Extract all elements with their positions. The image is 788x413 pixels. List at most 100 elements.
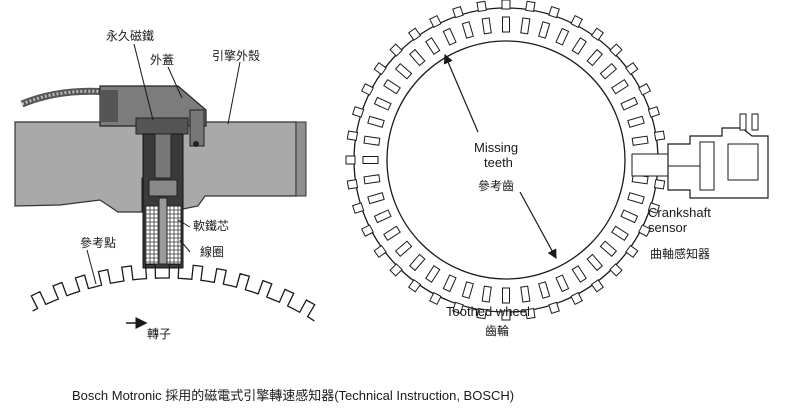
- toothed-wheel: [345, 0, 667, 321]
- wheel-tooth: [548, 5, 560, 19]
- wheel-slot: [627, 115, 645, 128]
- wheel-tooth: [590, 279, 604, 293]
- wheel-slot: [611, 225, 629, 241]
- wheel-tooth: [501, 0, 511, 10]
- wheel-tooth: [590, 27, 604, 41]
- wheel-tooth: [389, 263, 403, 277]
- wheel-slot: [442, 27, 457, 46]
- wheel-tooth: [609, 43, 623, 57]
- wheel-tooth: [373, 244, 387, 258]
- wheel-slot: [586, 48, 603, 67]
- label-missing-teeth-line1: Missing: [474, 140, 518, 155]
- toothed-wheel-label: Toothed wheel 齒輪: [446, 304, 530, 338]
- wheel-slot: [620, 209, 639, 224]
- left-leader-lines: [86, 43, 241, 285]
- label-coil: 線圈: [200, 244, 224, 259]
- wheel-slot: [611, 79, 629, 95]
- rotor-tooth-profile: [30, 263, 316, 322]
- wheel-tooth: [408, 27, 422, 41]
- label-toothed-wheel-zh: 齒輪: [485, 323, 509, 338]
- wheel-slot: [363, 135, 381, 146]
- wheel-tooth: [345, 155, 356, 165]
- wheel-tooth: [346, 179, 359, 190]
- wheel-slot: [555, 27, 570, 46]
- wheel-slot: [461, 281, 474, 299]
- wheel-slot: [383, 225, 401, 241]
- wheel-slots: [362, 16, 650, 304]
- wheel-slot: [599, 240, 618, 257]
- wheel-slot: [373, 96, 392, 111]
- right-wheel-figure: Missing teeth 參考齒 Crankshaft sensor 曲軸感知…: [345, 0, 769, 338]
- wheel-slot: [481, 17, 492, 35]
- wheel-tooth: [609, 263, 623, 277]
- wheel-tooth: [452, 5, 464, 19]
- crankshaft-sensor-label: Crankshaft sensor 曲軸感知器: [648, 205, 711, 261]
- label-outer-cover: 外蓋: [150, 53, 174, 67]
- wheel-slot: [363, 174, 381, 185]
- wheel-slot: [481, 285, 492, 303]
- wheel-slot: [362, 156, 379, 164]
- wheel-slot: [631, 135, 649, 146]
- wheel-tooth: [452, 301, 464, 315]
- wheel-tooth: [570, 292, 583, 306]
- label-rotor: 轉子: [147, 327, 171, 341]
- wheel-tooth: [638, 224, 652, 237]
- wheel-tooth: [360, 224, 374, 237]
- wheel-tooth: [351, 106, 365, 118]
- wheel-slot: [538, 21, 551, 39]
- wheel-slot: [394, 240, 413, 257]
- wheel-tooth: [476, 307, 487, 320]
- label-crankshaft-line1: Crankshaft: [648, 205, 711, 220]
- missing-teeth-label: Missing teeth 參考齒: [474, 140, 518, 193]
- wheel-slot: [383, 79, 401, 95]
- label-engine-housing: 引擎外殼: [212, 48, 260, 63]
- coil-windings: [144, 197, 182, 265]
- wheel-slot: [394, 63, 413, 80]
- wheel-slot: [425, 265, 441, 283]
- wheel-slot: [425, 37, 441, 55]
- crankshaft-sensor: [631, 113, 769, 199]
- wheel-slot: [367, 192, 385, 205]
- wheel-tooth: [429, 292, 442, 306]
- wheel-tooth: [625, 244, 639, 258]
- wheel-slot: [520, 17, 531, 35]
- wheel-tooth: [501, 310, 511, 321]
- wheel-tooth: [653, 179, 666, 190]
- label-permanent-magnet: 永久磁鐵: [106, 28, 154, 43]
- wheel-slot: [599, 63, 618, 80]
- wheel-tooth: [647, 202, 661, 214]
- wheel-slot: [571, 265, 587, 283]
- wheel-tooth: [647, 106, 661, 118]
- rotor-gear: [30, 263, 316, 322]
- wheel-slot: [409, 48, 426, 67]
- wheel-tooth: [476, 0, 487, 13]
- wheel-tooth: [638, 83, 652, 96]
- wheel-slot: [502, 16, 510, 33]
- wheel-tooth: [373, 62, 387, 76]
- wheel-slot: [538, 281, 551, 299]
- wheel-slot: [367, 115, 385, 128]
- wheel-slot: [373, 209, 392, 224]
- wheel-tooth: [625, 62, 639, 76]
- wheel-tooth: [525, 307, 536, 320]
- wheel-slot: [461, 21, 474, 39]
- figure-caption: Bosch Motronic 採用的磁電式引擎轉速感知器(Technical I…: [72, 388, 514, 403]
- wheel-tooth: [570, 14, 583, 28]
- wheel-tooth: [548, 301, 560, 315]
- wheel-slot: [502, 287, 510, 304]
- wheel-slot: [586, 253, 603, 272]
- label-soft-iron-core: 軟鐵芯: [193, 218, 229, 233]
- label-missing-teeth-line2: teeth: [484, 155, 513, 170]
- wheel-slot: [520, 285, 531, 303]
- label-toothed-wheel: Toothed wheel: [446, 304, 530, 319]
- label-reference-point: 參考點: [80, 235, 116, 250]
- wheel-tooth: [360, 83, 374, 96]
- wheel-tooth: [346, 130, 359, 141]
- label-crankshaft-sensor-zh: 曲軸感知器: [650, 246, 710, 261]
- label-missing-teeth-zh: 參考齒: [478, 178, 514, 193]
- left-sensor-figure: 永久磁鐵 外蓋 引擎外殼 軟鐵芯 線圈 參考點 轉子: [14, 28, 316, 341]
- wheel-tooth: [389, 43, 403, 57]
- wheel-slot: [409, 253, 426, 272]
- missing-teeth-arrows: [443, 53, 557, 260]
- wheel-tooth: [525, 0, 536, 13]
